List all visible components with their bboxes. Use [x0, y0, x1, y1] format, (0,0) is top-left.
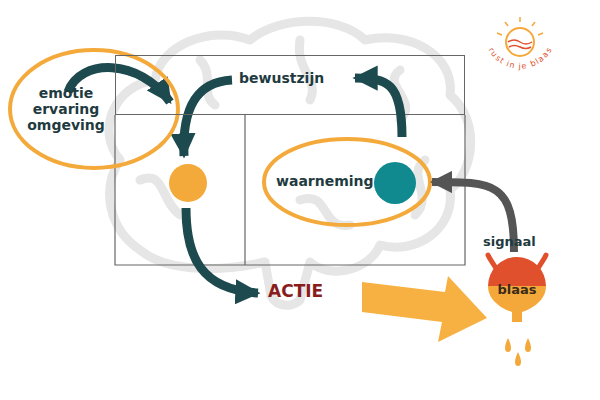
- node-text: emotie ervaring omgeving: [23, 85, 109, 133]
- logo-sun: [506, 28, 534, 56]
- drop: [525, 338, 531, 352]
- ellipse-outline: [10, 50, 178, 168]
- bladder-shape: blaas: [484, 252, 550, 322]
- ellipse-outline: [264, 139, 430, 225]
- node-text: waarneming: [276, 173, 376, 189]
- logo-text: rust in je blaas: [486, 46, 553, 71]
- flow-arrow: [186, 208, 258, 293]
- action-arrow: [362, 276, 487, 342]
- bladder-top: [488, 257, 546, 286]
- drops: [505, 338, 531, 366]
- brain-outline: [109, 21, 471, 305]
- action-label: ACTIE: [268, 282, 323, 302]
- logo: rust in je blaas: [486, 17, 553, 71]
- logo-rays: [497, 17, 543, 35]
- drop: [505, 338, 511, 352]
- action-dot: [169, 164, 207, 202]
- drop: [515, 352, 521, 366]
- flow-arrow: [184, 80, 232, 156]
- node-text: blaas: [484, 283, 550, 298]
- flow-connector: [355, 78, 402, 137]
- logo-waves: [508, 40, 532, 49]
- awareness-band: bewustzijn: [115, 55, 465, 115]
- signal-label: signaal: [483, 235, 536, 250]
- input-ellipse: emotie ervaring omgeving: [8, 48, 180, 170]
- logo-text: rust in je blaas: [486, 46, 553, 71]
- perception-dot: [374, 162, 416, 204]
- perception-ellipse: waarneming: [262, 137, 432, 227]
- node-text: bewustzijn: [239, 70, 349, 86]
